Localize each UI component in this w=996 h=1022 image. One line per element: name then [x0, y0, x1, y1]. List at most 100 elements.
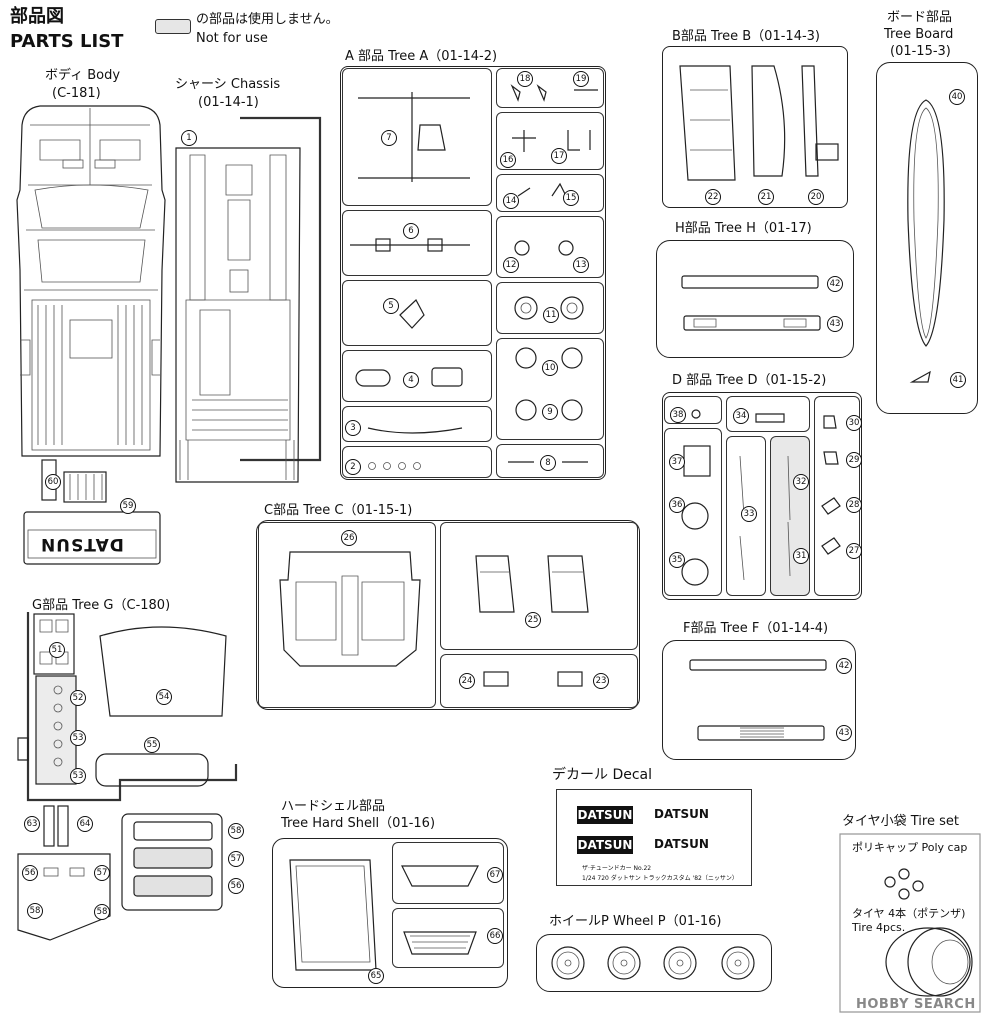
- part-number-4: 4: [403, 372, 419, 388]
- part-number-21: 21: [758, 189, 774, 205]
- part-number-12: 12: [503, 257, 519, 273]
- part-number-57a: 57: [228, 851, 244, 867]
- board-label-jp: ボード部品: [887, 10, 953, 25]
- part-number-22: 22: [705, 189, 721, 205]
- part-number-29: 29: [846, 452, 862, 468]
- wheel-title: ホイールP Wheel P（01-16): [549, 914, 722, 929]
- tree-board-frame: [876, 62, 978, 414]
- part-number-54: 54: [156, 689, 172, 705]
- tree-g-title: G部品 Tree G（C-180): [32, 598, 171, 613]
- part-number-41: 41: [950, 372, 966, 388]
- part-number-52: 52: [70, 690, 86, 706]
- tree-c-cell-25: [440, 522, 638, 650]
- page-subtitle: PARTS LIST: [10, 31, 124, 52]
- tree-c-title: C部品 Tree C（01-15-1): [264, 503, 413, 518]
- chassis-code: (01-14-1): [198, 95, 259, 110]
- part-number-42-f: 42: [836, 658, 852, 674]
- part-number-33: 33: [741, 506, 757, 522]
- part-number-25: 25: [525, 612, 541, 628]
- decal-text-2: 1/24 720 ダットサン トラックカスタム '82（ニッサン）: [582, 875, 738, 882]
- tree-d-title: D 部品 Tree D（01-15-2): [672, 373, 827, 388]
- part-number-23: 23: [593, 673, 609, 689]
- part-number-51: 51: [49, 642, 65, 658]
- watermark: HOBBY SEARCH: [856, 997, 976, 1012]
- tree-a-title: A 部品 Tree A（01-14-2): [345, 49, 498, 64]
- tree-b-frame: [662, 46, 848, 208]
- part-number-7: 7: [381, 130, 397, 146]
- part-number-9: 9: [542, 404, 558, 420]
- part-number-65: 65: [368, 968, 384, 984]
- part-number-11: 11: [543, 307, 559, 323]
- part-number-58b: 58: [27, 903, 43, 919]
- part-number-55: 55: [144, 737, 160, 753]
- legend-en: Not for use: [196, 31, 268, 46]
- part-number-19: 19: [573, 71, 589, 87]
- part-number-40: 40: [949, 89, 965, 105]
- part-number-37: 37: [669, 454, 685, 470]
- part-number-15: 15: [563, 190, 579, 206]
- part-number-56a: 56: [228, 878, 244, 894]
- body-code: (C-181): [52, 86, 101, 101]
- part-number-14: 14: [503, 193, 519, 209]
- polycap-label: ポリキャップ Poly cap: [852, 841, 968, 854]
- decal-title: デカール Decal: [552, 767, 653, 783]
- part-number-16: 16: [500, 152, 516, 168]
- tree-b-title: B部品 Tree B（01-14-3): [672, 29, 820, 44]
- page-title: 部品図: [10, 6, 64, 27]
- part-number-8: 8: [540, 455, 556, 471]
- part-number-64: 64: [77, 816, 93, 832]
- part-number-30: 30: [846, 415, 862, 431]
- decal-logo-black-1: DATSUN: [577, 806, 633, 824]
- tree-a-cell-16: [496, 112, 604, 170]
- tree-a-cell-7: [342, 68, 492, 206]
- part-number-53a: 53: [70, 730, 86, 746]
- tree-h-title: H部品 Tree H（01-17): [675, 221, 812, 236]
- part-number-18: 18: [517, 71, 533, 87]
- part-number-57b: 57: [94, 865, 110, 881]
- hardshell-label-jp: ハードシェル部品: [281, 799, 386, 814]
- part-number-34: 34: [733, 408, 749, 424]
- part-number-63: 63: [24, 816, 40, 832]
- part-number-28: 28: [846, 497, 862, 513]
- part-number-27: 27: [846, 543, 862, 559]
- part-number-42: 42: [827, 276, 843, 292]
- decal-logo-white-1: DATSUN: [654, 807, 709, 821]
- part-number-67: 67: [487, 867, 503, 883]
- board-label-en: Tree Board: [884, 27, 954, 42]
- tree-a-cell-2: [342, 446, 492, 478]
- part-number-32: 32: [793, 474, 809, 490]
- decal-logo-white-2: DATSUN: [654, 837, 709, 851]
- hardshell-cell-66: [392, 908, 504, 968]
- tree-a-cell-5: [342, 280, 492, 346]
- legend-jp: の部品は使用しません。: [196, 12, 339, 27]
- part-number-38: 38: [670, 407, 686, 423]
- part-number-2: 2: [345, 459, 361, 475]
- part-number-10: 10: [542, 360, 558, 376]
- part-number-58a: 58: [228, 823, 244, 839]
- part-number-58c: 58: [94, 904, 110, 920]
- part-number-59: 59: [120, 498, 136, 514]
- tree-a-cell-9: [496, 338, 604, 440]
- part-number-53b: 53: [70, 768, 86, 784]
- tree-f-title: F部品 Tree F（01-14-4): [683, 621, 829, 636]
- decal-text-1: ザ·チューンドカー No.22: [582, 865, 652, 872]
- part-number-17: 17: [551, 148, 567, 164]
- part-number-24: 24: [459, 673, 475, 689]
- tires-label-en: Tire 4pcs.: [852, 921, 906, 934]
- part-number-26: 26: [341, 530, 357, 546]
- tree-c-cell-23: [440, 654, 638, 708]
- part-number-13: 13: [573, 257, 589, 273]
- board-code: (01-15-3): [890, 44, 951, 59]
- hardshell-label-en: Tree Hard Shell（01-16): [281, 816, 436, 831]
- decal-sheet: [556, 789, 752, 886]
